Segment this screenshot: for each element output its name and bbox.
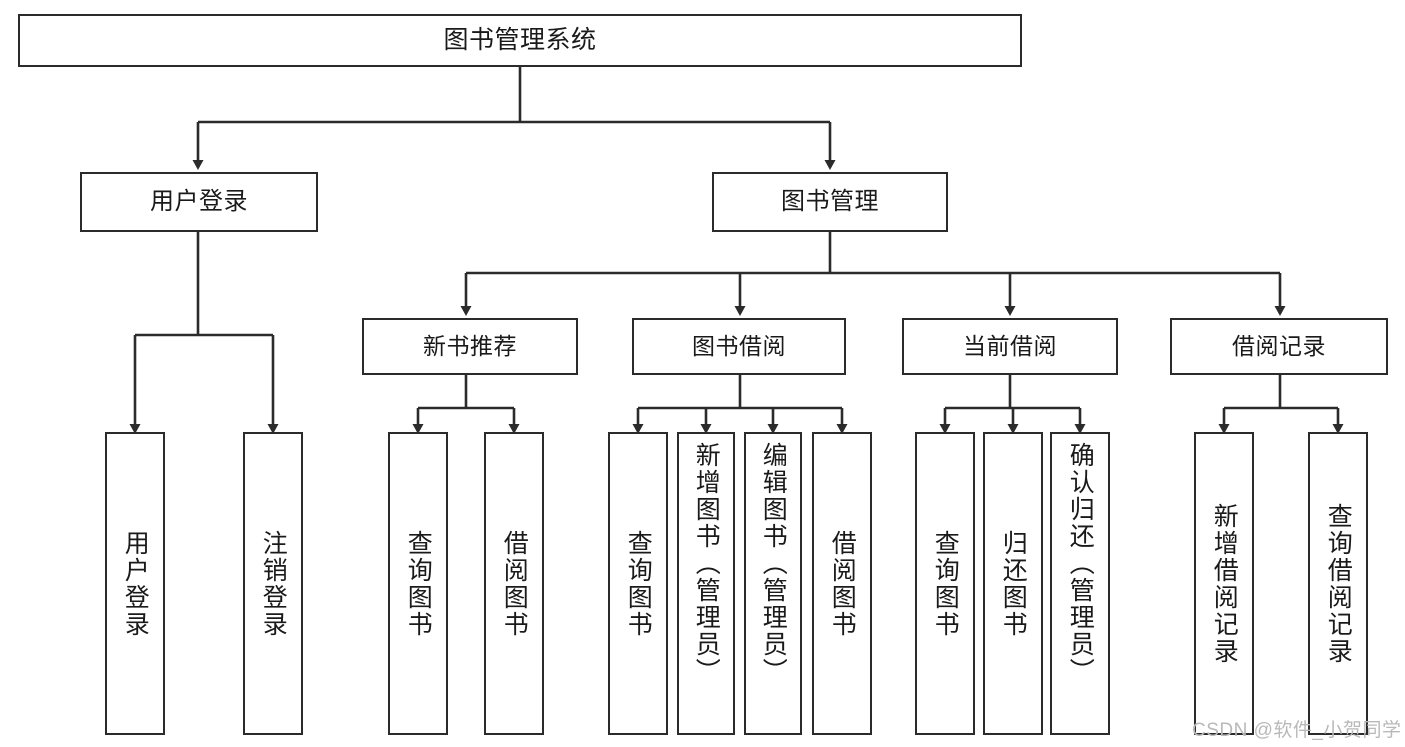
leaf-label: 新增图书（管理员） [692,442,721,685]
node-borrow-record[interactable]: 借阅记录 [1170,318,1388,375]
leaf-borrow-query-book[interactable]: 查询图书 [608,432,668,735]
node-label: 图书借阅 [692,332,786,359]
node-label: 用户登录 [150,187,248,215]
leaf-label: 新增借阅记录 [1210,502,1239,665]
leaf-label: 确认归还（管理员） [1066,442,1095,685]
leaf-label: 查询图书 [624,529,653,638]
node-root-system[interactable]: 图书管理系统 [18,14,1022,67]
leaf-label: 查询图书 [931,529,960,638]
leaf-record-query-record[interactable]: 查询借阅记录 [1308,432,1368,735]
leaf-label: 借阅图书 [828,529,857,638]
node-user-login[interactable]: 用户登录 [80,172,318,232]
leaf-borrow-add-book-admin[interactable]: 新增图书（管理员） [677,432,735,735]
node-label: 图书管理系统 [443,25,597,54]
csdn-watermark: CSDN @软件_小贺同学 [1192,720,1402,741]
leaf-label: 编辑图书（管理员） [759,442,788,685]
leaf-label: 注销登录 [259,529,288,638]
leaf-label: 归还图书 [999,529,1028,638]
leaf-label: 借阅图书 [500,529,529,638]
leaf-current-confirm-return-admin[interactable]: 确认归还（管理员） [1050,432,1110,735]
leaf-borrow-borrow-book[interactable]: 借阅图书 [812,432,872,735]
leaf-label: 查询借阅记录 [1324,502,1353,665]
leaf-current-return-book[interactable]: 归还图书 [983,432,1043,735]
node-label: 图书管理 [781,187,879,215]
leaf-label: 用户登录 [121,529,150,638]
leaf-recommend-query-book[interactable]: 查询图书 [388,432,448,735]
leaf-recommend-borrow-book[interactable]: 借阅图书 [484,432,544,735]
node-current-borrow[interactable]: 当前借阅 [902,318,1118,375]
leaf-borrow-edit-book-admin[interactable]: 编辑图书（管理员） [744,432,802,735]
node-new-book-recommend[interactable]: 新书推荐 [362,318,578,375]
leaf-user-login-logout[interactable]: 注销登录 [243,432,303,735]
leaf-user-login-login[interactable]: 用户登录 [105,432,165,735]
node-label: 当前借阅 [963,332,1057,359]
node-label: 新书推荐 [423,332,517,359]
leaf-record-add-record[interactable]: 新增借阅记录 [1194,432,1254,735]
node-book-management[interactable]: 图书管理 [712,172,948,232]
leaf-label: 查询图书 [404,529,433,638]
node-book-borrow[interactable]: 图书借阅 [632,318,846,375]
node-label: 借阅记录 [1232,332,1326,359]
leaf-current-query-book[interactable]: 查询图书 [915,432,975,735]
